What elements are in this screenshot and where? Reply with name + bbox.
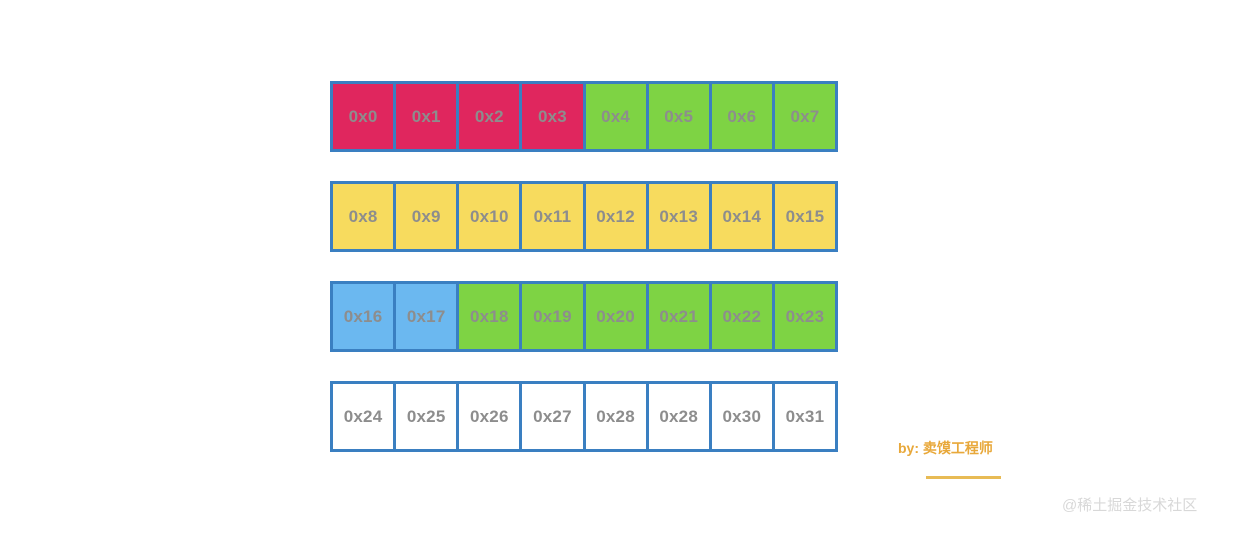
- memory-cell[interactable]: 0x25: [396, 384, 457, 449]
- memory-cell-label: 0x3: [537, 107, 567, 126]
- author-signature: by: 卖馍工程师: [898, 440, 1098, 479]
- memory-cell[interactable]: 0x19: [522, 284, 583, 349]
- memory-cell[interactable]: 0x5: [648, 84, 709, 149]
- memory-cell-label: 0x6: [727, 107, 757, 126]
- memory-cell-label: 0x11: [533, 207, 572, 226]
- row-2: 0x8 0x9 0x10 0x11 0x12 0x13 0x14 0x15: [330, 181, 838, 252]
- site-watermark: @稀土掘金技术社区: [1062, 497, 1198, 514]
- memory-cell-label: 0x8: [348, 207, 378, 226]
- memory-cell-label: 0x20: [596, 307, 635, 326]
- memory-cell[interactable]: 0x6: [711, 84, 772, 149]
- memory-cell[interactable]: 0x7: [774, 84, 835, 149]
- memory-cell-label: 0x17: [406, 307, 446, 326]
- memory-cell-label: 0x12: [596, 207, 635, 226]
- memory-cell[interactable]: 0x28: [585, 384, 646, 449]
- memory-cell[interactable]: 0x0: [333, 84, 394, 149]
- memory-cell-label: 0x26: [470, 407, 509, 426]
- memory-cell[interactable]: 0x30: [711, 384, 772, 449]
- memory-cell-label: 0x5: [664, 107, 694, 126]
- memory-cell[interactable]: 0x18: [459, 284, 520, 349]
- signature-underline: [926, 475, 1001, 479]
- memory-cell[interactable]: 0x23: [774, 284, 835, 349]
- memory-cell-label: 0x1: [411, 107, 441, 126]
- memory-cell[interactable]: 0x22: [711, 284, 772, 349]
- memory-cell[interactable]: 0x12: [585, 184, 646, 249]
- memory-cell-label: 0x18: [470, 307, 509, 326]
- memory-cell-label: 0x30: [722, 407, 762, 426]
- memory-cell[interactable]: 0x31: [774, 384, 835, 449]
- memory-cell-label: 0x28: [596, 407, 635, 426]
- memory-cell[interactable]: 0x28: [648, 384, 709, 449]
- memory-cell-label: 0x19: [533, 307, 572, 326]
- author-signature-text: by: 卖馍工程师: [898, 440, 993, 456]
- memory-cell-label: 0x9: [411, 207, 441, 226]
- memory-cell[interactable]: 0x4: [585, 84, 646, 149]
- memory-cell-label: 0x15: [785, 207, 825, 226]
- memory-cell[interactable]: 0x27: [522, 384, 583, 449]
- memory-cell[interactable]: 0x2: [459, 84, 520, 149]
- memory-cell[interactable]: 0x26: [459, 384, 520, 449]
- memory-cell[interactable]: 0x17: [396, 284, 457, 349]
- memory-cell[interactable]: 0x15: [774, 184, 835, 249]
- memory-cell[interactable]: 0x24: [333, 384, 394, 449]
- memory-cell-label: 0x4: [601, 107, 631, 126]
- memory-cell[interactable]: 0x11: [522, 184, 583, 249]
- memory-cell-label: 0x27: [533, 407, 572, 426]
- memory-cell[interactable]: 0x14: [711, 184, 772, 249]
- memory-cell-label: 0x31: [785, 407, 825, 426]
- memory-cell-label: 0x25: [406, 407, 446, 426]
- memory-cell-label: 0x28: [659, 407, 698, 426]
- row-1: 0x0 0x1 0x2 0x3 0x4 0x5 0x6 0x7: [330, 81, 838, 152]
- memory-cell-label: 0x22: [722, 307, 762, 326]
- memory-cell-label: 0x13: [659, 207, 698, 226]
- memory-cell[interactable]: 0x3: [522, 84, 583, 149]
- memory-cell-label: 0x2: [474, 107, 504, 126]
- memory-cell[interactable]: 0x8: [333, 184, 394, 249]
- memory-cell-label: 0x21: [659, 307, 698, 326]
- memory-cell[interactable]: 0x9: [396, 184, 457, 249]
- memory-cell[interactable]: 0x20: [585, 284, 646, 349]
- memory-cell[interactable]: 0x1: [396, 84, 457, 149]
- memory-cell-label: 0x23: [785, 307, 825, 326]
- memory-cell[interactable]: 0x21: [648, 284, 709, 349]
- memory-cell-label: 0x7: [790, 107, 820, 126]
- row-4: 0x24 0x25 0x26 0x27 0x28 0x28 0x30 0x31: [330, 381, 838, 452]
- memory-cell[interactable]: 0x16: [333, 284, 394, 349]
- memory-cell[interactable]: 0x13: [648, 184, 709, 249]
- memory-cell-label: 0x16: [343, 307, 383, 326]
- memory-cell-label: 0x14: [722, 207, 762, 226]
- row-3: 0x16 0x17 0x18 0x19 0x20 0x21 0x22 0x23: [330, 281, 838, 352]
- memory-cell[interactable]: 0x10: [459, 184, 520, 249]
- memory-cell-label: 0x24: [343, 407, 383, 426]
- memory-cell-label: 0x0: [348, 107, 378, 126]
- memory-cell-label: 0x10: [470, 207, 509, 226]
